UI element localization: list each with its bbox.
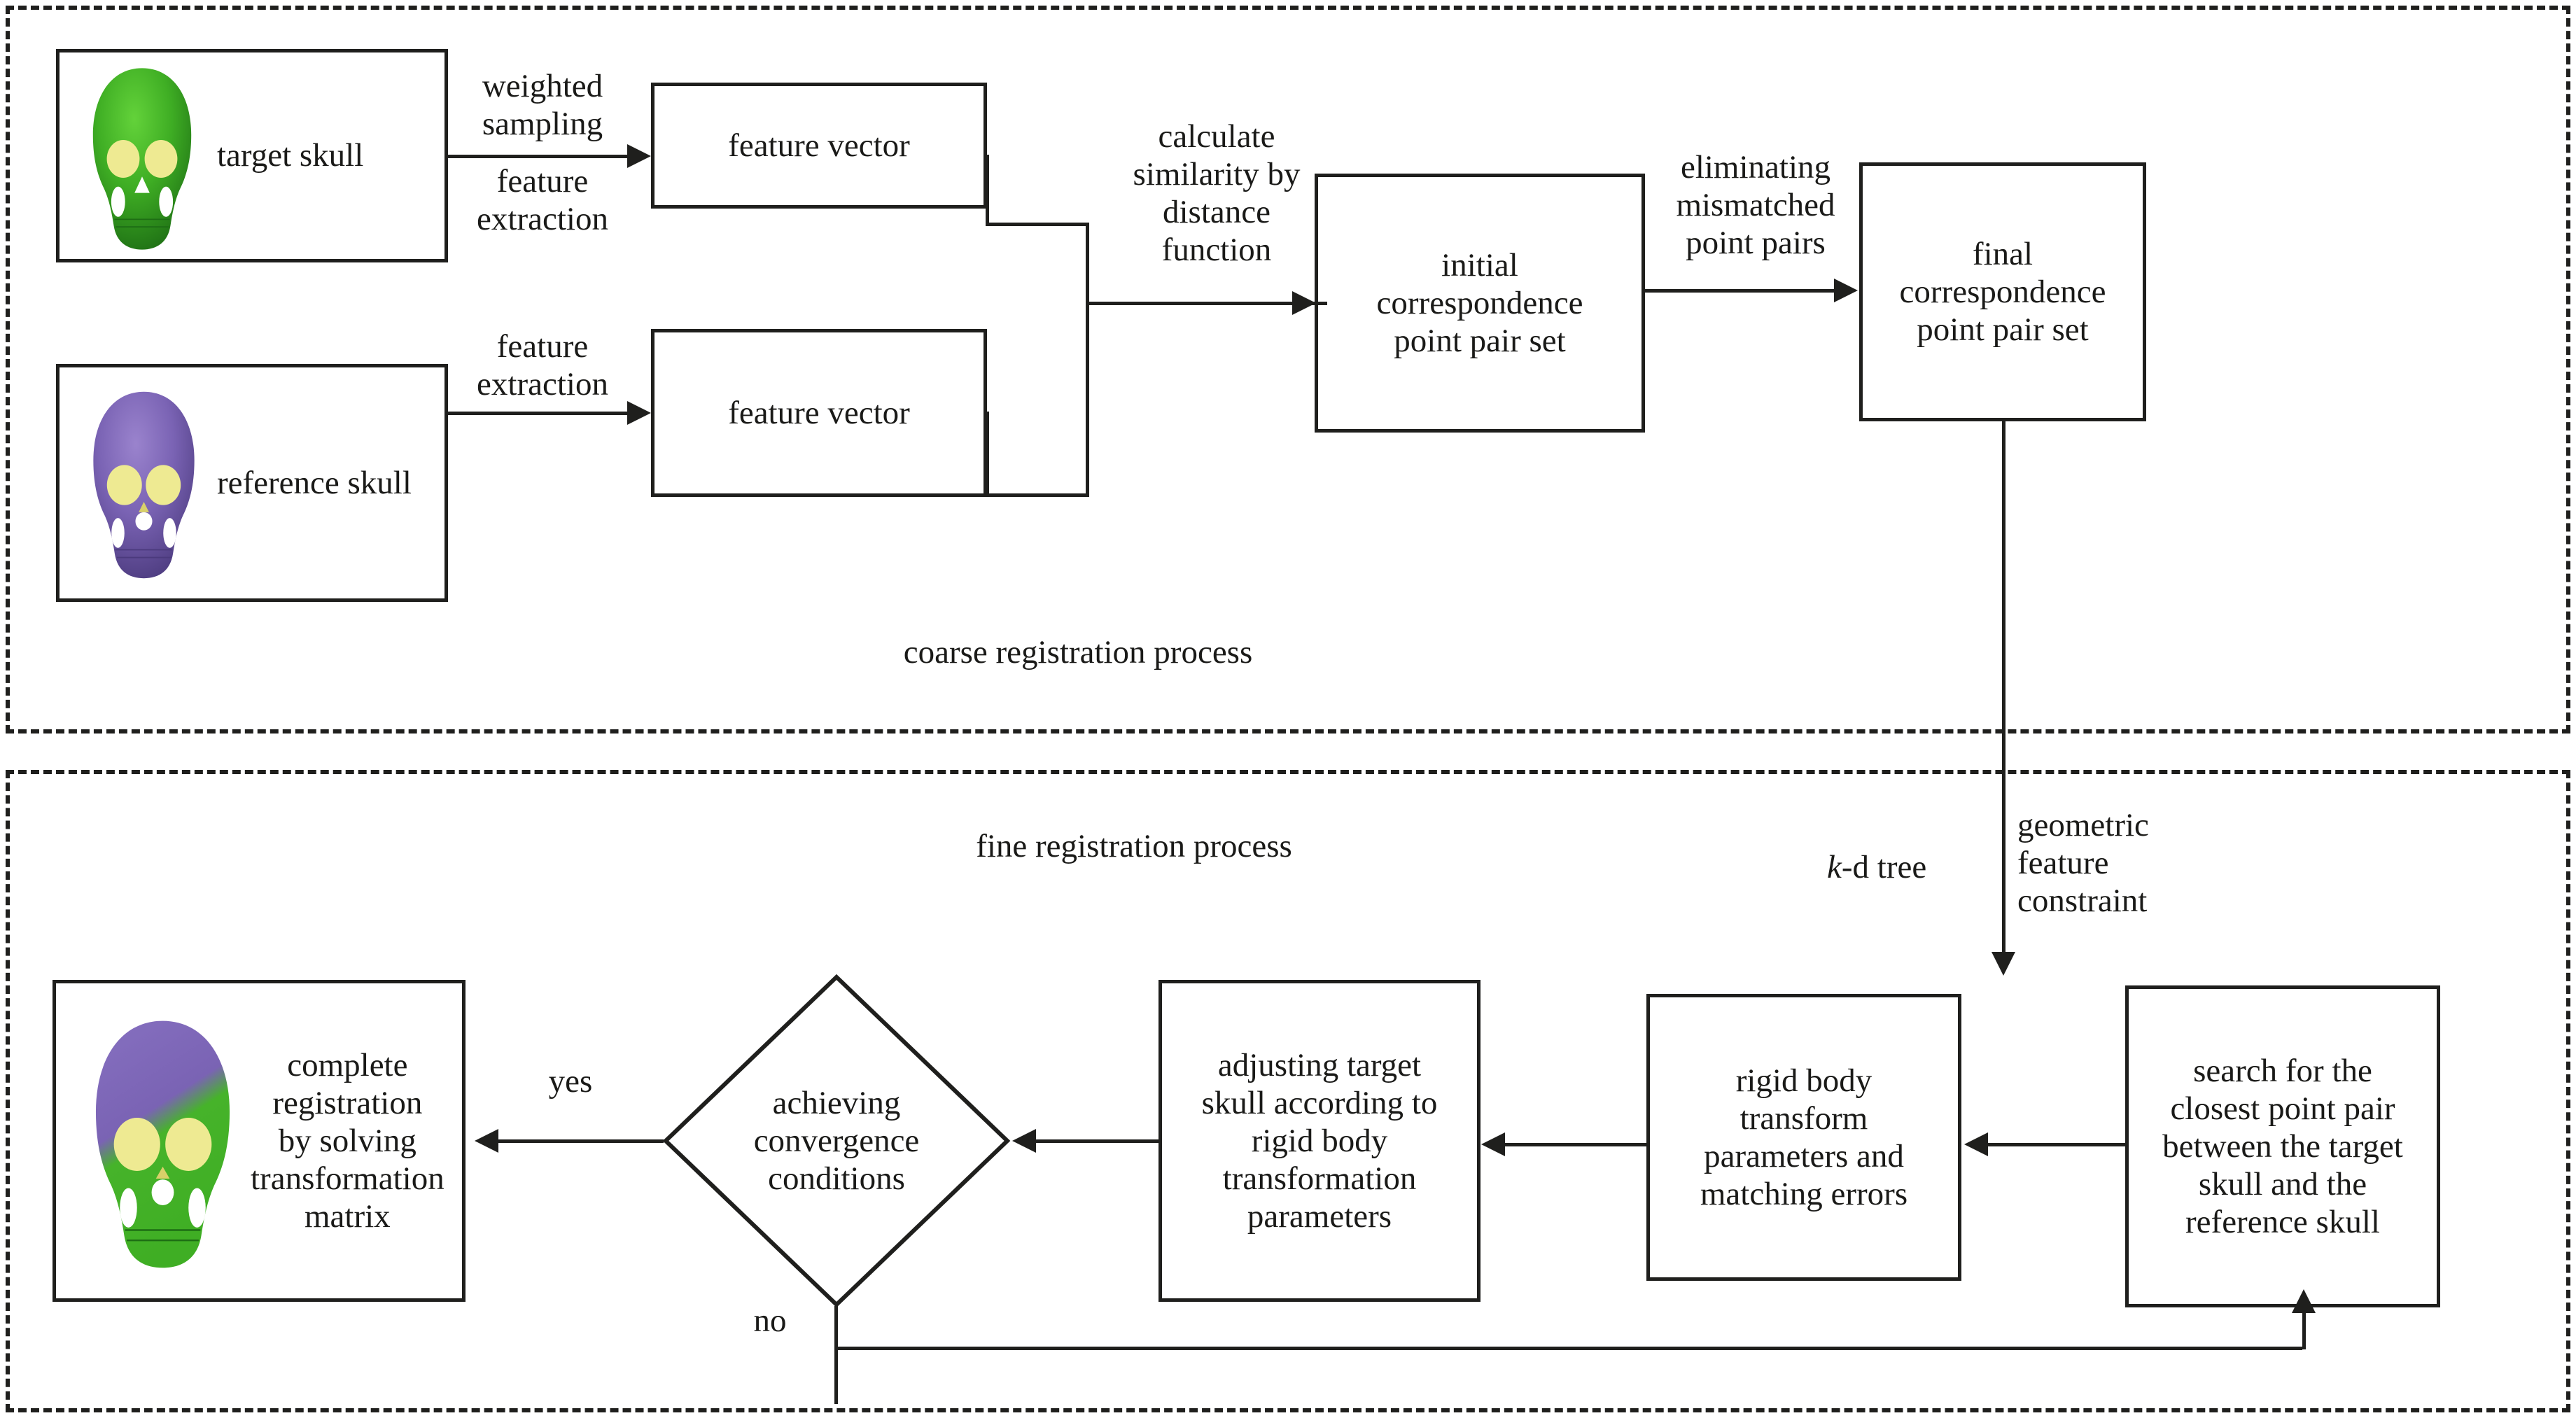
edge-featurevec-top-stub [986, 155, 989, 225]
edge-initial-to-final [1645, 289, 1835, 293]
box-reference-skull-label: reference skull [217, 464, 412, 501]
coarse-registration-panel [6, 6, 2570, 733]
edge-featurevec-bottom-stub [986, 412, 989, 497]
edge-label-no: no [753, 1303, 787, 1339]
box-search-closest-point-pair[interactable]: search for the closest point pair betwee… [2125, 985, 2440, 1307]
edge-label-feature-extraction-top: feature extraction [477, 163, 608, 238]
kd-tree-suffix: -d tree [1841, 849, 1927, 885]
arrowhead-final-to-search [1991, 952, 2015, 976]
edge-featurevec-top-to-bus [986, 223, 1089, 226]
kd-tree-k: k [1827, 849, 1842, 885]
diamond-shape [662, 974, 1011, 1308]
box-reference-skull[interactable]: reference skull [56, 364, 448, 602]
box-rigid-body-transform-label: rigid body transform parameters and matc… [1700, 1062, 1908, 1213]
edge-label-geometric-feature-constraint: geometric feature constraint [2017, 807, 2149, 920]
edge-label-eliminating-mismatched: eliminating mismatched point pairs [1676, 149, 1835, 262]
edge-merge-bus [1086, 223, 1089, 497]
edge-final-to-search-vertical [2002, 420, 2005, 966]
arrowhead-target-to-featurevec [627, 144, 651, 168]
edge-reference-to-featurevec [448, 412, 629, 415]
edge-target-to-featurevec [448, 155, 629, 158]
box-feature-vector-bottom-label: feature vector [728, 394, 910, 431]
decision-achieving-convergence[interactable]: achieving convergence conditions [662, 973, 1011, 1309]
arrowhead-no-loop-to-search [2292, 1289, 2316, 1313]
edge-label-yes: yes [548, 1063, 593, 1100]
box-complete-registration-label: complete registration by solving transfo… [251, 1046, 444, 1235]
edge-rigidbody-to-adjusting [1505, 1143, 1646, 1146]
box-target-skull[interactable]: target skull [56, 49, 448, 262]
box-complete-registration[interactable]: complete registration by solving transfo… [52, 980, 465, 1302]
arrowhead-reference-to-featurevec [627, 401, 651, 425]
decision-label: achieving convergence conditions [753, 1084, 920, 1198]
edge-label-kd-tree: k-d tree [1827, 848, 2002, 886]
arrowhead-search-to-rigidbody [1964, 1132, 1988, 1156]
edge-decision-yes-to-complete [498, 1139, 664, 1143]
box-feature-vector-top[interactable]: feature vector [651, 83, 987, 209]
arrowhead-rigidbody-to-adjusting [1481, 1132, 1505, 1156]
fine-panel-label: fine registration process [976, 828, 1292, 864]
box-feature-vector-top-label: feature vector [728, 127, 910, 164]
edge-featurevec-bottom-to-bus [986, 493, 1089, 497]
arrowhead-initial-to-final [1834, 279, 1858, 302]
box-target-skull-label: target skull [217, 137, 364, 174]
box-final-correspondence-set[interactable]: final correspondence point pair set [1859, 162, 2146, 421]
target-skull-image [79, 61, 205, 257]
edge-decision-no-down [834, 1306, 838, 1404]
registered-skull-image [77, 1004, 248, 1284]
box-adjusting-target-skull[interactable]: adjusting target skull according to rigi… [1158, 980, 1480, 1302]
edge-label-calculate-similarity: calculate similarity by distance functio… [1133, 118, 1301, 269]
edge-adjusting-to-decision [1036, 1139, 1158, 1143]
box-initial-correspondence-set-label: initial correspondence point pair set [1376, 246, 1583, 360]
arrowhead-decision-yes-to-complete [475, 1129, 498, 1153]
edge-label-feature-extraction-bottom: feature extraction [477, 328, 608, 403]
edge-no-loop-horizontal [834, 1347, 2302, 1350]
edge-no-loop-up [2302, 1309, 2306, 1349]
box-rigid-body-transform[interactable]: rigid body transform parameters and matc… [1646, 994, 1961, 1281]
box-feature-vector-bottom[interactable]: feature vector [651, 329, 987, 497]
box-search-closest-point-pair-label: search for the closest point pair betwee… [2162, 1052, 2403, 1241]
box-initial-correspondence-set[interactable]: initial correspondence point pair set [1315, 174, 1645, 433]
edge-bus-to-initial-set [1086, 302, 1327, 305]
box-final-correspondence-set-label: final correspondence point pair set [1899, 235, 2106, 349]
box-adjusting-target-skull-label: adjusting target skull according to rigi… [1201, 1046, 1438, 1235]
edge-label-weighted-sampling: weighted sampling [482, 68, 603, 143]
fine-registration-panel [6, 770, 2570, 1412]
arrowhead-adjusting-to-decision [1012, 1129, 1036, 1153]
edge-search-to-rigidbody [1988, 1143, 2125, 1146]
reference-skull-image [79, 380, 209, 590]
coarse-panel-label: coarse registration process [903, 634, 1253, 671]
arrowhead-bus-to-initial-set [1292, 291, 1316, 315]
